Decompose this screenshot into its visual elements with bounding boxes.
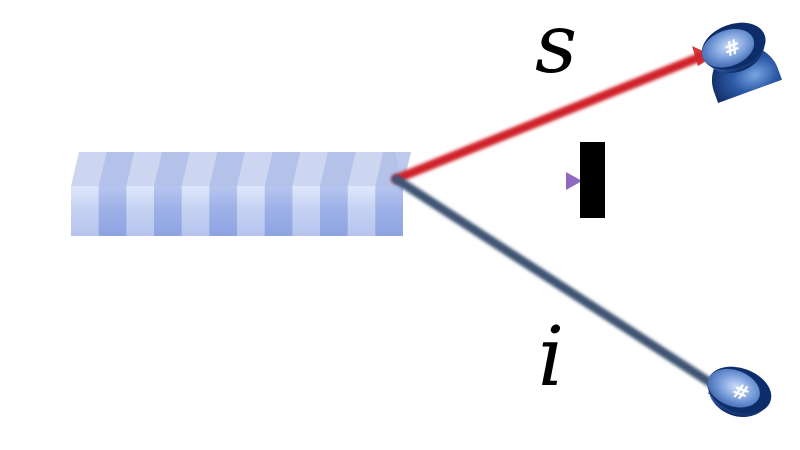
beam-block-icon [580,142,605,218]
nonlinear-crystal [71,152,411,236]
crystal-domain [264,186,293,236]
pump-arrowhead [566,172,582,190]
pump-beam [13,172,582,190]
crystal-domain [154,186,182,236]
idler-label: i [538,310,564,405]
signal-detector-mark: # [720,34,744,62]
idler-detector-mark: # [729,378,753,406]
crystal-domain [209,186,237,236]
crystal-domain [320,186,348,236]
crystal-domain [375,186,403,236]
signal-detector-icon: # [701,22,782,103]
idler-detector-icon: # [707,366,772,417]
signal-label: s [535,0,577,92]
crystal-domain [98,186,127,236]
